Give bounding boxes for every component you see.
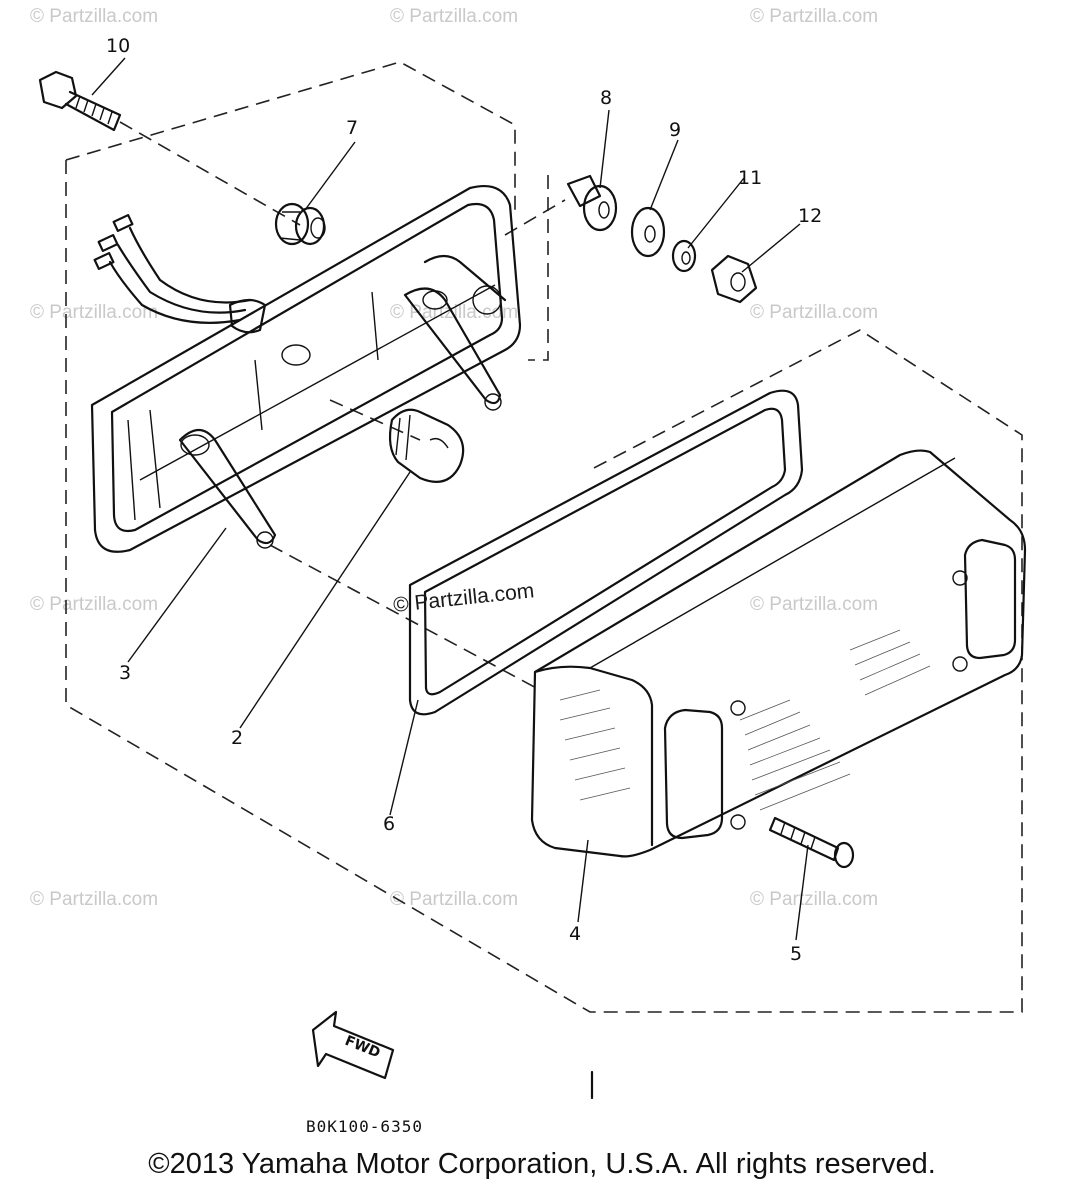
- watermark: © Partzilla.com: [390, 6, 518, 27]
- nut-part-12: [710, 254, 758, 304]
- grommet-part-7: [274, 202, 326, 246]
- lens-part-4: [530, 449, 1027, 858]
- watermark: © Partzilla.com: [390, 889, 518, 910]
- callout-3: 3: [119, 662, 131, 684]
- diagram-part-number: B0K100-6350: [306, 1117, 423, 1136]
- bolt-part-10: [38, 70, 122, 132]
- bulb-part-2: [388, 408, 465, 483]
- explosion-line: [269, 544, 541, 691]
- fwd-arrow: FWD: [311, 1010, 395, 1080]
- assembly-boundary: [65, 61, 1023, 1013]
- screw-part-5: [768, 816, 855, 869]
- watermark: © Partzilla.com: [750, 889, 878, 910]
- lamp-housing-part-3: [90, 184, 522, 553]
- watermark: © Partzilla.com: [750, 6, 878, 27]
- callout-labels: 10 7 8 9 11 12 3 2 6 4 5: [106, 35, 822, 965]
- washer-part-9: [630, 206, 666, 258]
- leader-lines: [91, 57, 809, 941]
- fastener-boundary: [528, 175, 549, 361]
- gasket-part-6: [408, 389, 804, 716]
- callout-8: 8: [600, 87, 612, 109]
- watermark: © Partzilla.com: [30, 594, 158, 615]
- explosion-line: [119, 121, 301, 226]
- callout-5: 5: [790, 943, 802, 965]
- callout-4: 4: [569, 923, 581, 945]
- callout-10: 10: [106, 35, 130, 57]
- watermark: © Partzilla.com: [30, 302, 158, 323]
- watermark: © Partzilla.com: [750, 302, 878, 323]
- copyright-notice: ©2013 Yamaha Motor Corporation, U.S.A. A…: [148, 1148, 936, 1180]
- callout-7: 7: [346, 117, 358, 139]
- callout-9: 9: [669, 119, 681, 141]
- watermark: © Partzilla.com: [750, 594, 878, 615]
- center-watermark: © Partzilla.com: [392, 579, 535, 617]
- callout-6: 6: [383, 813, 395, 835]
- callout-2: 2: [231, 727, 243, 749]
- collar-part-8: [566, 174, 618, 232]
- watermark: © Partzilla.com: [30, 889, 158, 910]
- callout-12: 12: [798, 205, 822, 227]
- explosion-line: [504, 199, 566, 236]
- watermark: © Partzilla.com: [390, 302, 518, 323]
- watermark: © Partzilla.com: [30, 6, 158, 27]
- lock-washer-part-11: [671, 239, 697, 273]
- callout-11: 11: [738, 167, 762, 189]
- watermark-layer: © Partzilla.com © Partzilla.com © Partzi…: [30, 6, 878, 910]
